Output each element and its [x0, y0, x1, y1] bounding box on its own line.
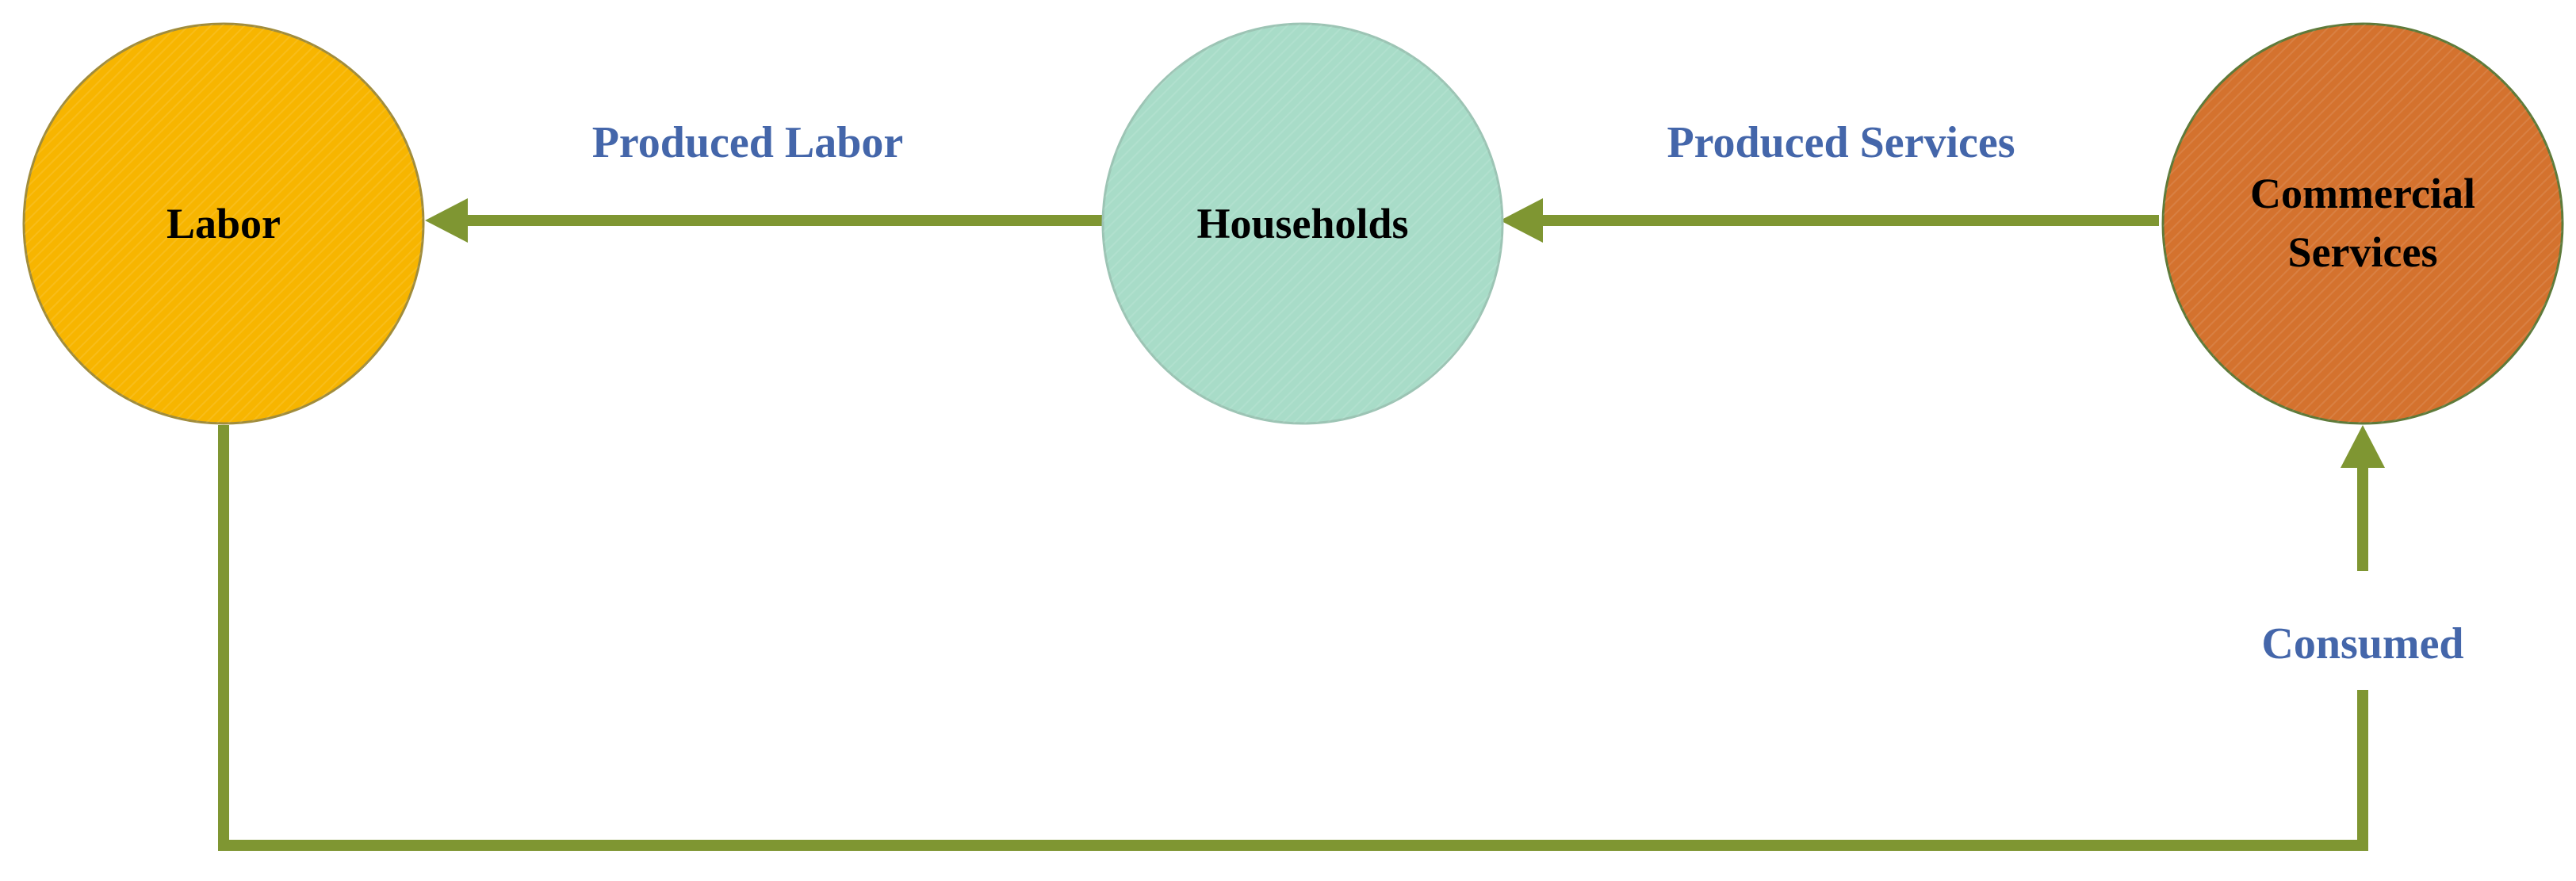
node-labor: Labor [22, 22, 425, 425]
consumed-label: Consumed [2261, 619, 2463, 668]
produced-labor-label: Produced Labor [592, 118, 904, 167]
households-label: Households [1196, 200, 1408, 247]
arrow-labor-to-services [218, 425, 2385, 851]
node-commercial-services: Commercial Services [2161, 22, 2564, 425]
commercial-services-label-line1: Commercial [2250, 170, 2475, 217]
node-households: Households [1101, 22, 1504, 425]
labor-label: Labor [167, 200, 281, 247]
arrow-households-to-labor [425, 198, 1104, 243]
commercial-services-label-line2: Services [2288, 228, 2438, 276]
arrow-services-to-households [1500, 198, 2159, 243]
produced-services-label: Produced Services [1667, 118, 2015, 167]
